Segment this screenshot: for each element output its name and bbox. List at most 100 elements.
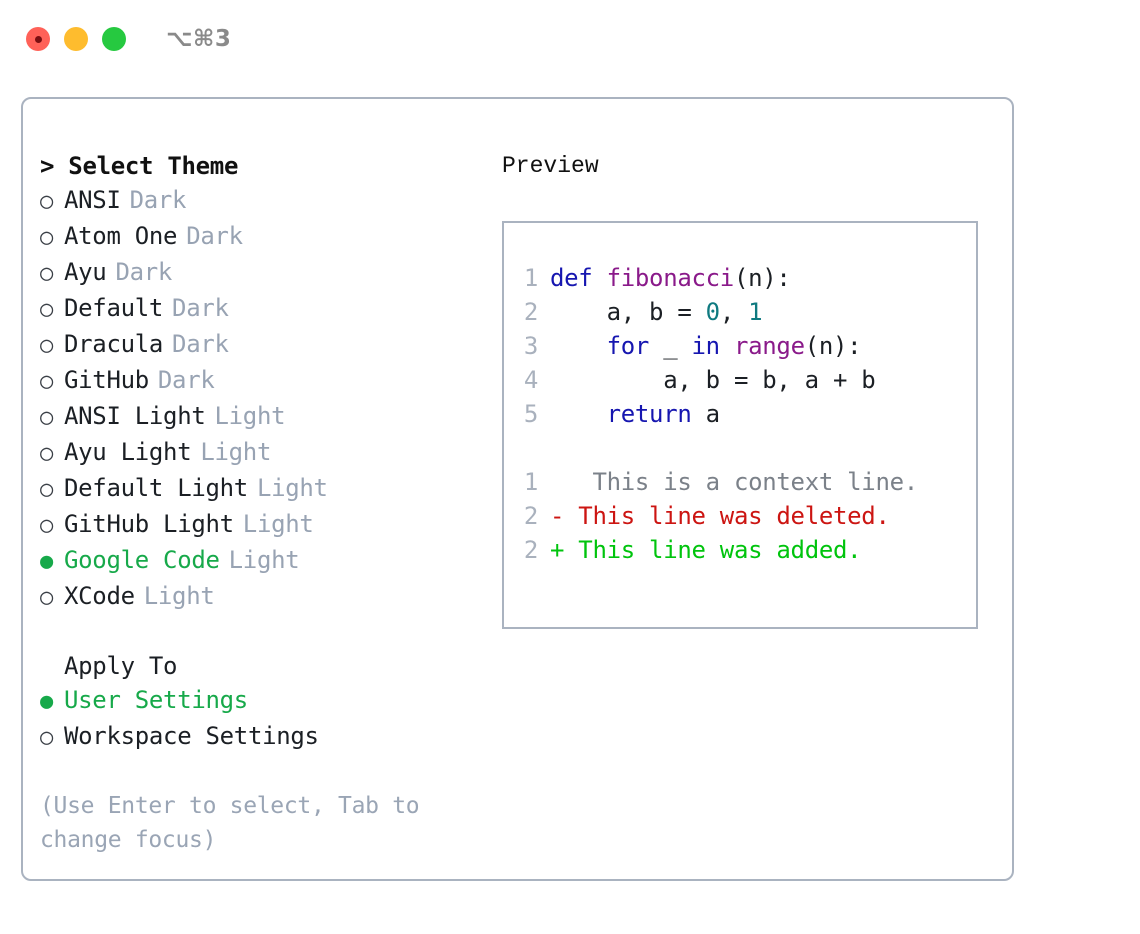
radio-unselected-icon: ○ [40, 261, 53, 286]
theme-name-label: Default [64, 294, 164, 322]
theme-kind-badge: Dark [157, 366, 215, 394]
diff-line: 2- This line was deleted. [504, 499, 976, 533]
close-window-icon[interactable] [26, 27, 50, 51]
theme-kind-badge: Dark [186, 222, 243, 250]
preview-header: Preview [502, 153, 599, 179]
diff-line: 2 + This line was added. [504, 533, 976, 567]
theme-name-label: GitHub Light [64, 510, 234, 538]
theme-kind-badge: Dark [172, 294, 229, 322]
code-line: 1 def fibonacci(n): [504, 261, 976, 295]
code-line-content: a, b = 0, 1 [550, 295, 763, 329]
radio-unselected-icon: ○ [40, 369, 53, 394]
diff-line-number: 2 [523, 536, 538, 564]
theme-list-item[interactable]: ○ Atom One Dark [40, 219, 500, 255]
radio-unselected-icon: ○ [40, 585, 53, 610]
theme-name-label: Ayu Light [64, 438, 192, 466]
code-token-plain: _ [649, 332, 692, 360]
theme-name-label: ANSI Light [64, 402, 206, 430]
apply-to-label: Workspace Settings [64, 722, 319, 750]
code-line-number: 5 [523, 400, 538, 428]
section-spacer [40, 615, 500, 649]
minimize-window-icon[interactable] [64, 27, 88, 51]
code-line-number: 1 [523, 264, 538, 292]
code-line-content: a, b = b, a + b [550, 363, 876, 397]
title-bar: ⌥⌘3 [0, 0, 1140, 78]
code-token-num: 0 [705, 298, 720, 326]
code-token-fn: range [733, 332, 805, 360]
theme-list-item[interactable]: ○ GitHub Dark [40, 363, 500, 399]
theme-name-label: Ayu [64, 258, 107, 286]
theme-list-item[interactable]: ○ Default Dark [40, 291, 500, 327]
code-line-content: return a [550, 397, 721, 431]
diff-marker: + [550, 536, 565, 564]
code-token-kw: in [691, 332, 721, 360]
code-token-plain: (n): [733, 264, 791, 292]
code-token-plain: (n): [804, 332, 862, 360]
theme-kind-badge: Light [242, 510, 314, 538]
code-line: 2 a, b = 0, 1 [504, 295, 976, 329]
theme-list-item[interactable]: ○ GitHub Light Light [40, 507, 500, 543]
diff-line-number: 1 [523, 468, 538, 496]
code-line: 4 a, b = b, a + b [504, 363, 976, 397]
radio-unselected-icon: ○ [40, 513, 53, 538]
code-token-plain: a, b = [550, 298, 706, 326]
theme-name-label: GitHub [64, 366, 149, 394]
theme-kind-badge: Light [143, 582, 215, 610]
apply-to-item[interactable]: ○ Workspace Settings [40, 719, 500, 755]
diff-marker: - [550, 502, 565, 530]
theme-list-item[interactable]: ○ XCode Light [40, 579, 500, 615]
theme-kind-badge: Dark [115, 258, 173, 286]
radio-unselected-icon: ○ [40, 441, 53, 466]
radio-unselected-icon: ○ [40, 405, 53, 430]
theme-list-item[interactable]: ○ ANSI Light Light [40, 399, 500, 435]
apply-to-list[interactable]: ●User Settings ○ Workspace Settings [40, 683, 500, 755]
diff-line-content: This line was added. [564, 536, 862, 564]
theme-kind-badge: Light [200, 438, 272, 466]
theme-list-item[interactable]: ○ Ayu Dark [40, 255, 500, 291]
radio-unselected-icon: ○ [40, 477, 53, 502]
code-line-content: def fibonacci(n): [550, 261, 791, 295]
code-token-kw: for [606, 332, 650, 360]
maximize-window-icon[interactable] [102, 27, 126, 51]
diff-sample: 1 This is a context line. 2- This line wa… [504, 465, 976, 567]
radio-selected-icon: ● [40, 549, 53, 574]
select-theme-header: > Select Theme [40, 152, 239, 180]
code-token-num: 1 [748, 298, 763, 326]
radio-unselected-icon: ○ [40, 189, 53, 214]
radio-unselected-icon: ○ [40, 297, 53, 322]
theme-kind-badge: Light [228, 546, 300, 574]
theme-kind-badge: Light [214, 402, 286, 430]
apply-to-header: Apply To [64, 652, 178, 680]
diff-line-content: This line was deleted. [564, 502, 890, 530]
theme-name-label: Atom One [64, 222, 178, 250]
code-line-number: 4 [523, 366, 538, 394]
code-token-plain [720, 332, 734, 360]
code-token-plain [550, 332, 607, 360]
code-diff-spacer [504, 431, 976, 465]
radio-unselected-icon: ○ [40, 225, 53, 250]
keyboard-shortcut-label: ⌥⌘3 [166, 26, 232, 52]
radio-selected-icon: ● [40, 689, 53, 714]
theme-kind-badge: Dark [172, 330, 229, 358]
diff-line-content: This is a context line. [564, 468, 918, 496]
code-token-plain: a, b = b, a + b [550, 366, 876, 394]
theme-list-item[interactable]: ○ Ayu Light Light [40, 435, 500, 471]
theme-name-label: XCode [64, 582, 135, 610]
apply-to-item[interactable]: ●User Settings [40, 683, 500, 719]
diff-marker [550, 465, 564, 499]
radio-unselected-icon: ○ [40, 725, 53, 750]
theme-kind-badge: Dark [129, 186, 187, 214]
radio-unselected-icon: ○ [40, 333, 53, 358]
code-line-content: for _ in range(n): [550, 329, 862, 363]
code-token-plain: a [691, 400, 720, 428]
